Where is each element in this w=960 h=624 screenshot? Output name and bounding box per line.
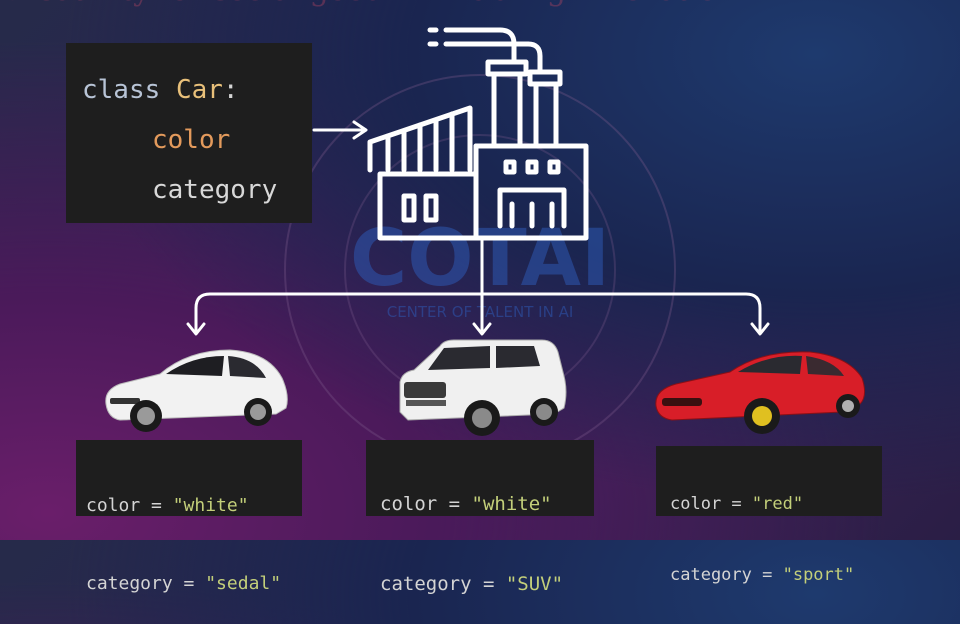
arrow-class-to-factory [312,120,368,140]
keyword-class: class [82,75,161,105]
factory-icon [367,27,589,241]
category-value: "SUV" [505,573,564,595]
instance-1-category-line: category = "sedal" [86,566,302,602]
instance-2-color-line: color = "white" [380,486,594,522]
instance-box-1: color = "white" category = "sedal" [76,440,302,594]
color-label: color = [86,495,173,516]
diagram-layer [0,0,960,540]
color-value: "red" [751,494,804,514]
attribute-color: color [152,125,231,155]
class-definition-code: class Car: color category [66,43,312,223]
white-suv-car [399,339,567,436]
category-label: category = [670,565,783,585]
category-label: category = [380,573,506,595]
instance-3-category-line: category = "sport" [670,559,882,592]
color-label: color = [670,494,752,514]
instance-box-3: color = "red" category = "sport" [656,446,882,585]
color-value: "white" [172,495,249,516]
instance-box-2: color = "white" category = "SUV" [366,440,594,595]
red-sports-car [655,351,866,434]
branch-arrows [186,238,770,336]
color-label: color = [380,493,472,515]
category-value: "sport" [782,565,855,585]
class-colon: : [222,75,239,105]
category-value: "sedal" [205,573,282,594]
category-label: category = [86,573,206,594]
class-name: Car [175,75,223,105]
instance-2-category-line: category = "SUV" [380,566,594,602]
color-value: "white" [471,493,552,515]
class-header-line: class Car: [82,65,312,115]
instance-1-color-line: color = "white" [86,488,302,524]
attribute-category: category [152,175,278,205]
instance-3-color-line: color = "red" [670,486,882,519]
white-hatchback-car [105,349,288,432]
